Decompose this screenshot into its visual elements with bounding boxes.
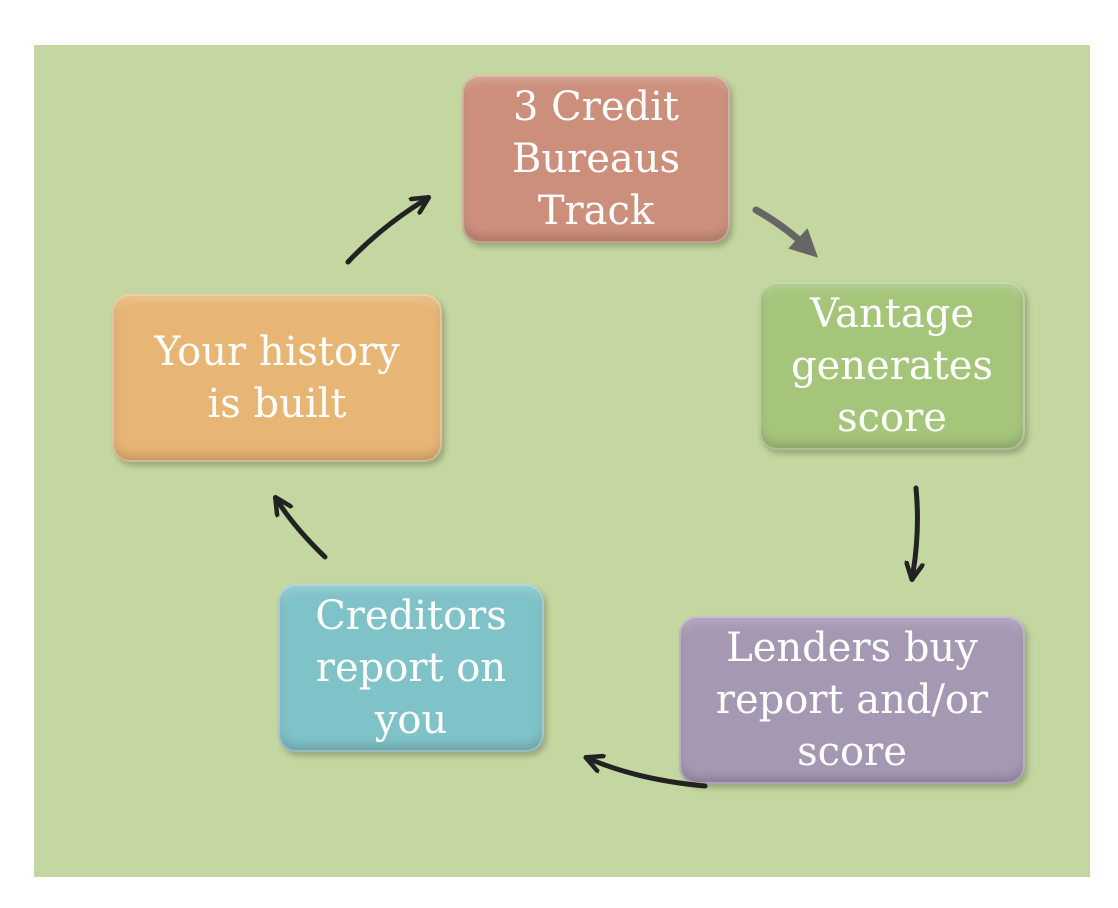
node-vantage: Vantage generates score	[759, 282, 1025, 450]
node-creditors-label: Creditors report on you	[315, 593, 507, 743]
node-history-label: Your history is built	[154, 329, 400, 427]
node-lenders: Lenders buy report and/or score	[679, 616, 1025, 784]
node-vantage-label: Vantage generates score	[791, 291, 993, 441]
node-creditors: Creditors report on you	[278, 584, 544, 752]
node-credit-bureaus-label: 3 Credit Bureaus Track	[511, 84, 681, 234]
node-credit-bureaus: 3 Credit Bureaus Track	[462, 75, 730, 243]
node-history: Your history is built	[112, 294, 442, 462]
node-lenders-label: Lenders buy report and/or score	[715, 625, 989, 775]
